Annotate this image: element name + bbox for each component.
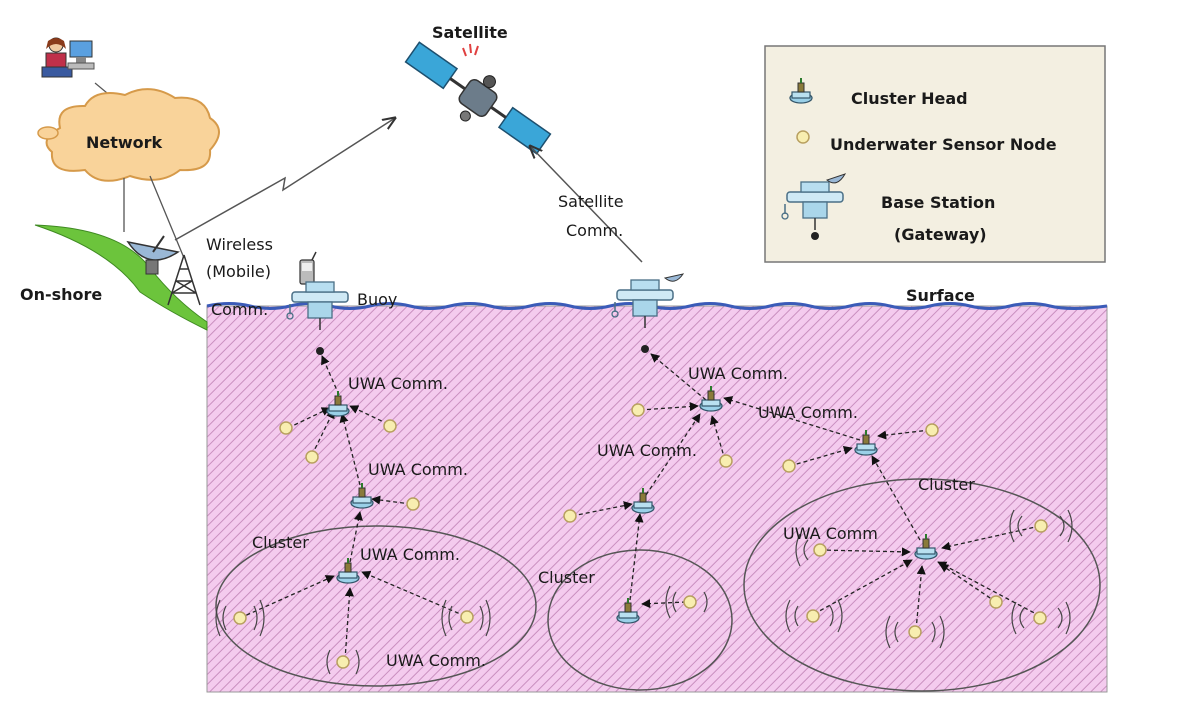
uwa-links-right (789, 429, 1041, 631)
network-label: Network (86, 133, 163, 152)
legend-cluster-head: Cluster Head (851, 89, 968, 108)
cluster-label: Cluster (538, 568, 595, 587)
mobile-label: (Mobile) (206, 262, 271, 281)
legend-gateway: (Gateway) (894, 225, 987, 244)
radio-tower-icon (167, 254, 201, 306)
satellite-icon (404, 41, 552, 155)
legend: Cluster Head Underwater Sensor Node Base… (764, 45, 1106, 263)
uwa-comm-label: UWA Comm. (348, 374, 448, 393)
uwa-comm-label: UWA Comm. (758, 403, 858, 422)
surface-label: Surface (906, 286, 975, 305)
shore-land (34, 224, 208, 331)
on-shore-label: On-shore (20, 285, 102, 304)
uwa-comm-label: UWA Comm. (688, 364, 788, 383)
dish-antenna-icon (126, 235, 180, 275)
satellite-comm-label-2: Comm. (566, 221, 623, 240)
uwa-comm-label: UWA Comm. (386, 651, 486, 670)
uwa-comm-label: UWA Comm. (368, 460, 468, 479)
comm-label: Comm. (211, 300, 268, 319)
user-computer-icon (41, 37, 95, 78)
cluster-middle (547, 549, 733, 691)
uwa-comm-label: UWA Comm (783, 524, 878, 543)
uwa-links-middle (571, 353, 861, 609)
uwa-comm-label: UWA Comm. (597, 441, 697, 460)
cluster-label: Cluster (918, 475, 975, 494)
wireless-label: Wireless (206, 235, 273, 254)
cloud-icon (37, 88, 220, 182)
cluster-right (743, 478, 1101, 692)
uwa-comm-label: UWA Comm. (360, 545, 460, 564)
base-station-buoy-icon (611, 273, 685, 329)
mobile-phone-icon (299, 251, 317, 285)
legend-sensor-node-icon (796, 130, 810, 144)
satellite-comm-label-1: Satellite (558, 192, 624, 211)
legend-sensor-node: Underwater Sensor Node (830, 135, 1057, 154)
uwa-links-left (239, 355, 466, 661)
satellite-label: Satellite (432, 23, 508, 42)
legend-base-station-icon (781, 173, 847, 240)
cluster-left (215, 525, 537, 687)
buoy-label: Buoy (357, 290, 397, 309)
wireless-link-arrow (174, 118, 395, 241)
legend-base-station: Base Station (881, 193, 995, 212)
acoustic-waves (215, 509, 1073, 675)
satellite-comm-arrow (530, 146, 643, 263)
cluster-label: Cluster (252, 533, 309, 552)
water-body (206, 305, 1108, 693)
